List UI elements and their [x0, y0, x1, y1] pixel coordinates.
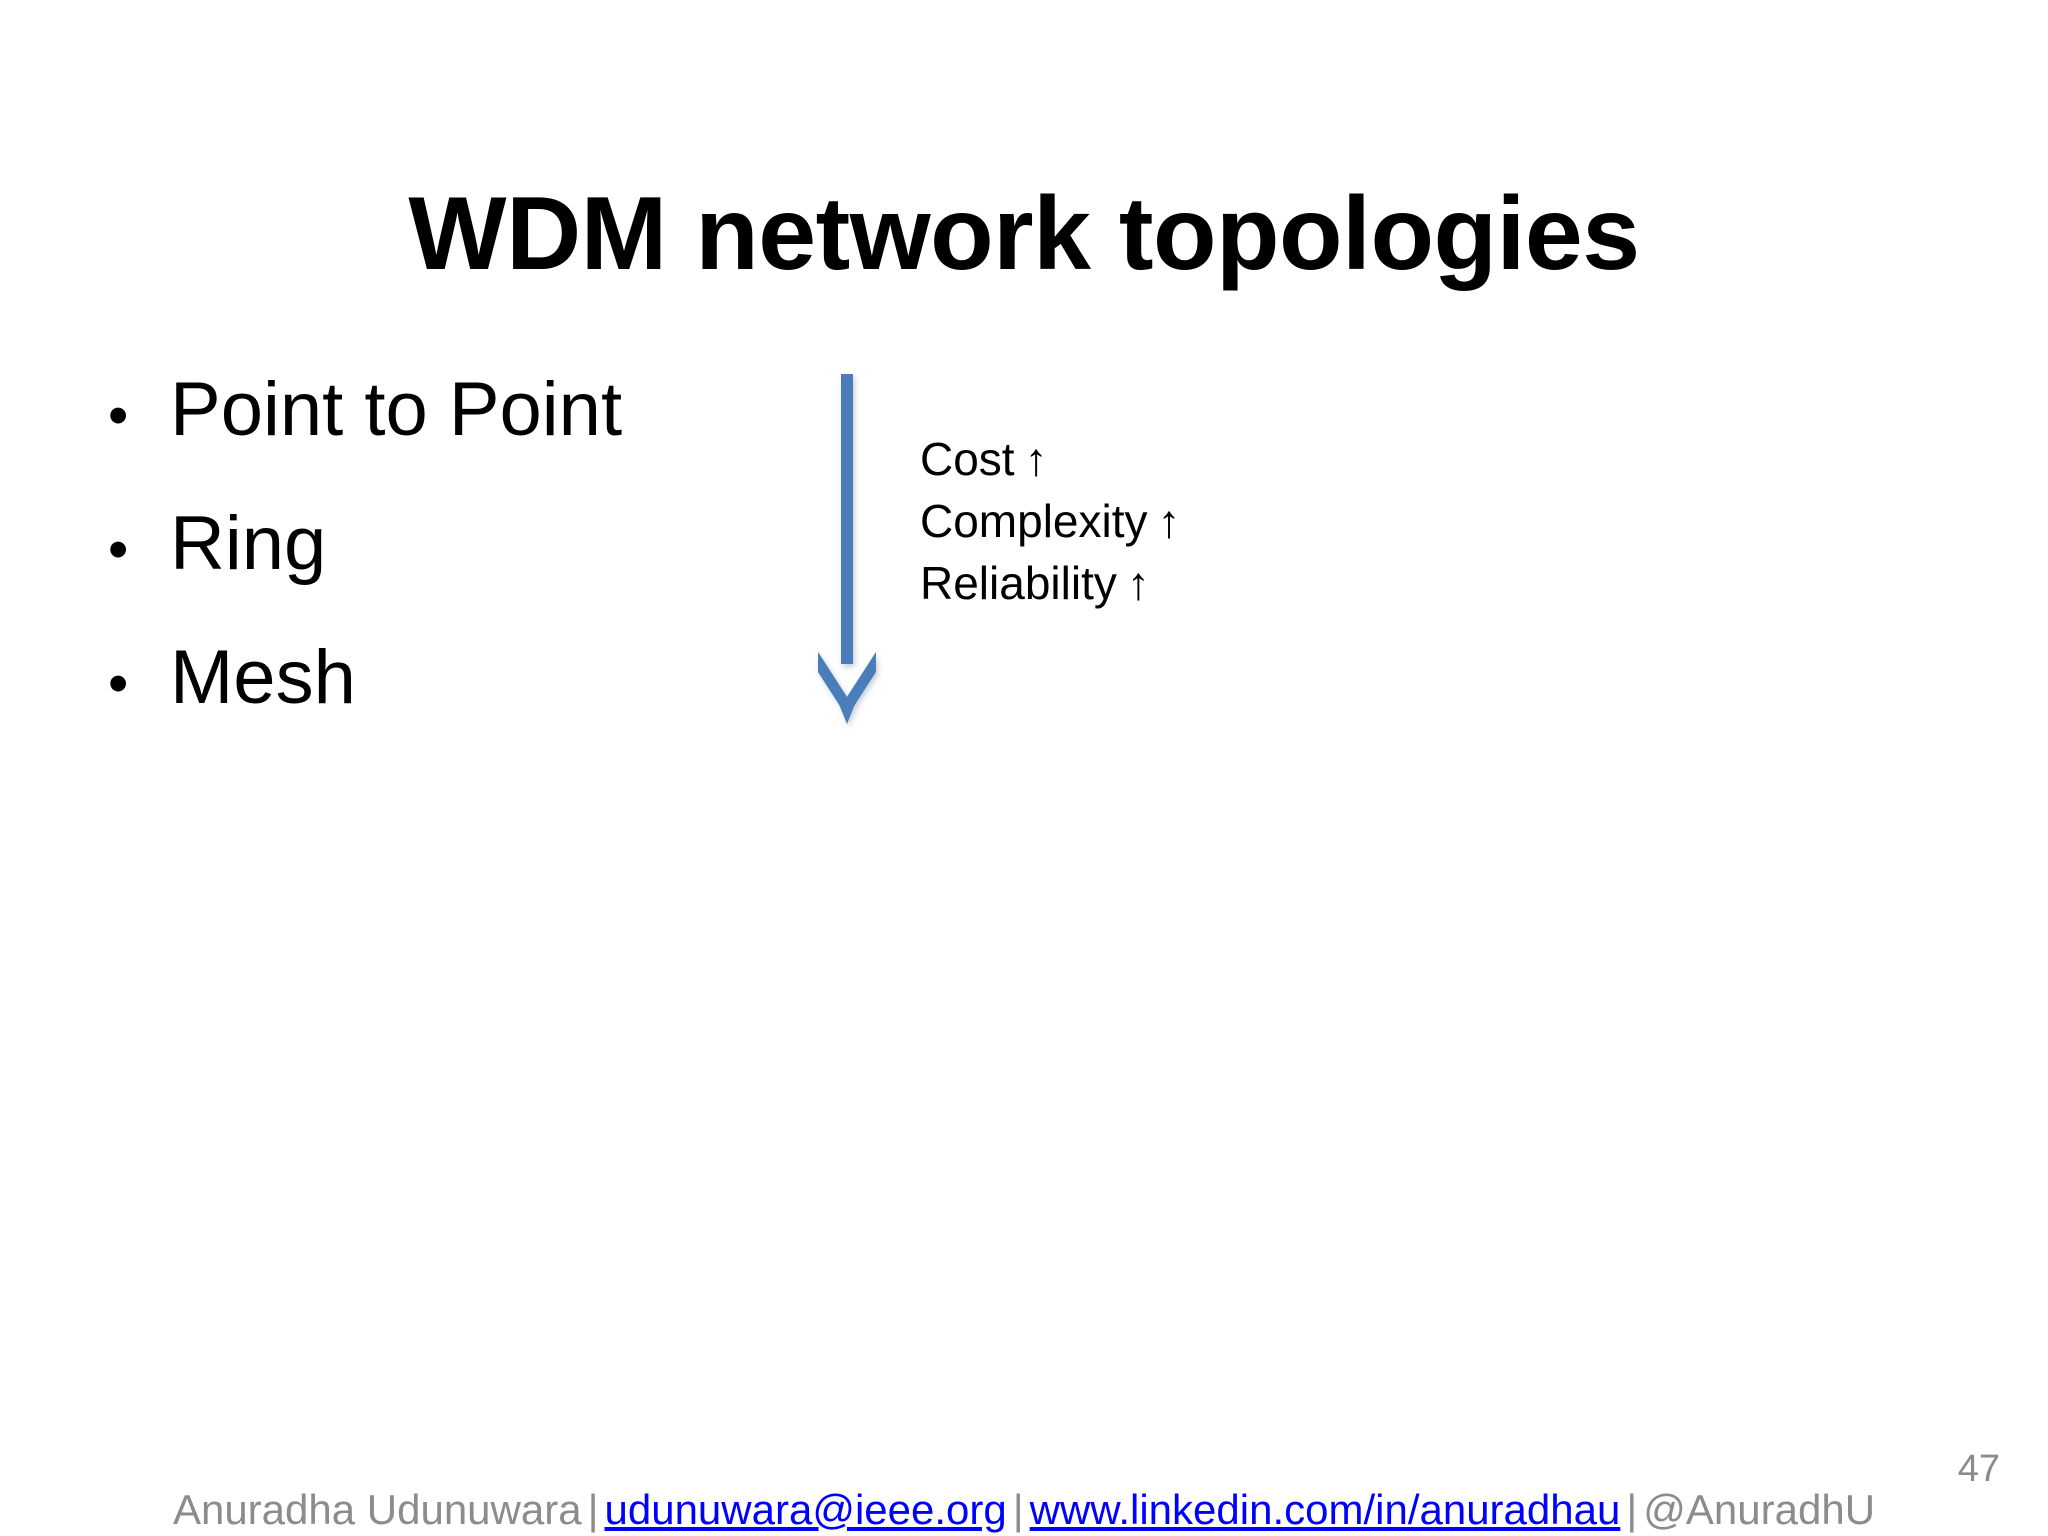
metrics-annotation-block: Cost↑ Complexity↑ Reliability↑	[920, 428, 1440, 614]
footer-email-link[interactable]: udunuwara@ieee.org	[604, 1486, 1007, 1533]
page-title: WDM network topologies	[408, 175, 1640, 292]
footer-linkedin-link[interactable]: www.linkedin.com/in/anuradhau	[1029, 1486, 1621, 1533]
list-item: • Ring	[108, 506, 848, 582]
metric-label-reliability: Reliability	[920, 557, 1117, 609]
bullet-marker-icon: •	[108, 517, 129, 582]
list-item: • Mesh	[108, 640, 848, 716]
bullet-label-ring: Ring	[170, 501, 327, 586]
metric-label-cost: Cost	[920, 433, 1015, 485]
footer: Anuradha Udunuwara|udunuwara@ieee.org|ww…	[0, 1486, 2048, 1533]
footer-twitter-handle: @AnuradhU	[1643, 1486, 1876, 1533]
up-arrow-icon: ↑	[1126, 557, 1150, 609]
list-item: • Point to Point	[108, 372, 848, 448]
metric-line-complexity: Complexity↑	[920, 490, 1440, 552]
up-arrow-icon: ↑	[1157, 495, 1181, 547]
footer-author: Anuradha Udunuwara	[172, 1486, 582, 1533]
metric-label-complexity: Complexity	[920, 495, 1148, 547]
bullet-label-point-to-point: Point to Point	[170, 367, 623, 452]
bullet-marker-icon: •	[108, 383, 129, 448]
down-arrow-icon	[800, 372, 900, 732]
page-number: 47	[1957, 1448, 2000, 1490]
metric-line-reliability: Reliability↑	[920, 552, 1440, 614]
footer-separator: |	[1626, 1486, 1638, 1533]
topology-bullet-list: • Point to Point • Ring • Mesh	[108, 372, 848, 774]
footer-separator: |	[587, 1486, 599, 1533]
bullet-label-mesh: Mesh	[170, 635, 356, 720]
metric-line-cost: Cost↑	[920, 428, 1440, 490]
bullet-marker-icon: •	[108, 651, 129, 716]
footer-separator: |	[1012, 1486, 1024, 1533]
up-arrow-icon: ↑	[1024, 433, 1048, 485]
